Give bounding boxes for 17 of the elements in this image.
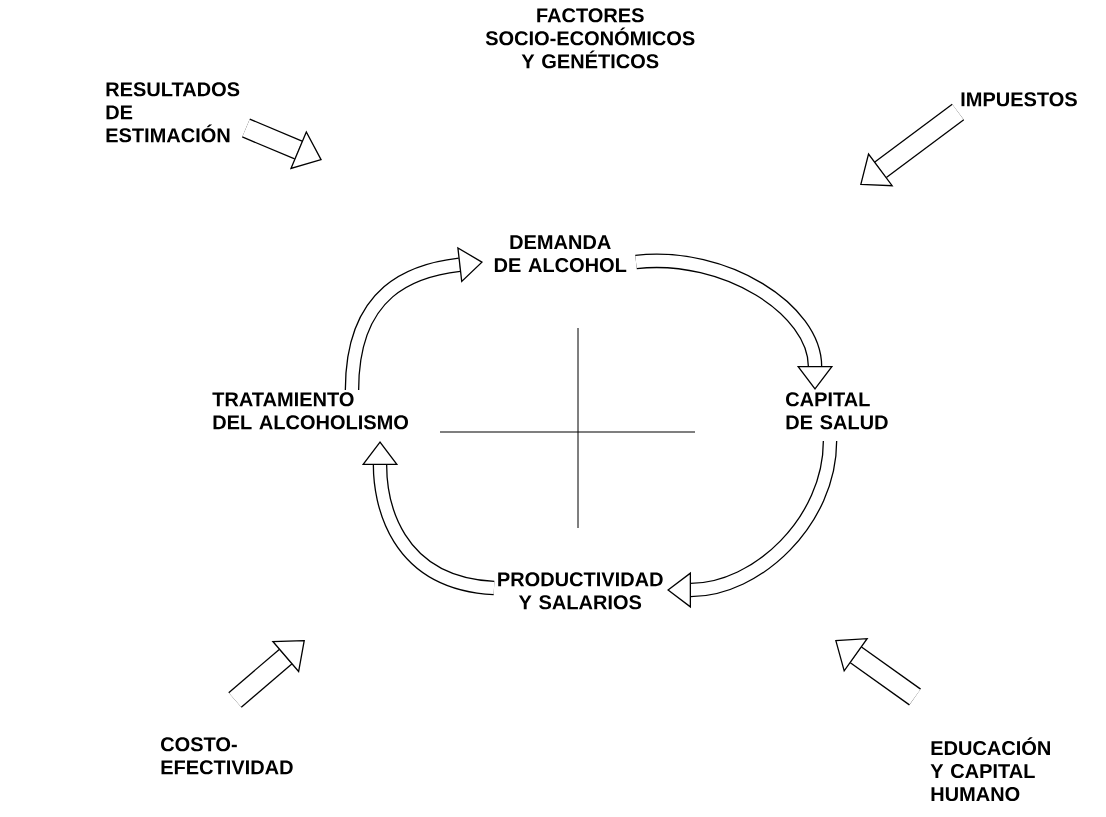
curved-arrow — [344, 246, 483, 391]
curved-arrow — [635, 253, 834, 390]
node-text: TRATAMIENTO DEL ALCOHOLISMO — [212, 392, 408, 430]
curved-arrow — [361, 441, 495, 596]
node-text: DEMANDA DE ALCOHOL — [494, 235, 627, 273]
node-text: IMPUESTOS — [961, 92, 1077, 107]
node-text: CAPITAL DE SALUD — [786, 392, 888, 430]
block-arrow — [835, 637, 921, 706]
block-arrow — [242, 118, 322, 170]
node-text: COSTO-EFECTIVIDAD — [161, 737, 293, 775]
block-arrow — [860, 103, 965, 187]
curved-arrow — [667, 440, 838, 609]
node-text: EDUCACIÓN Y CAPITAL HUMANO — [930, 737, 1050, 802]
block-arrow — [228, 640, 305, 708]
node-text: PRODUCTIVIDAD Y SALARIOS — [498, 572, 663, 610]
node-text: RESULTADOS DE ESTIMACIÓN — [106, 82, 240, 143]
label-text: FACTORES SOCIO-ECONÓMICOS Y GENÉTICOS — [485, 8, 695, 69]
